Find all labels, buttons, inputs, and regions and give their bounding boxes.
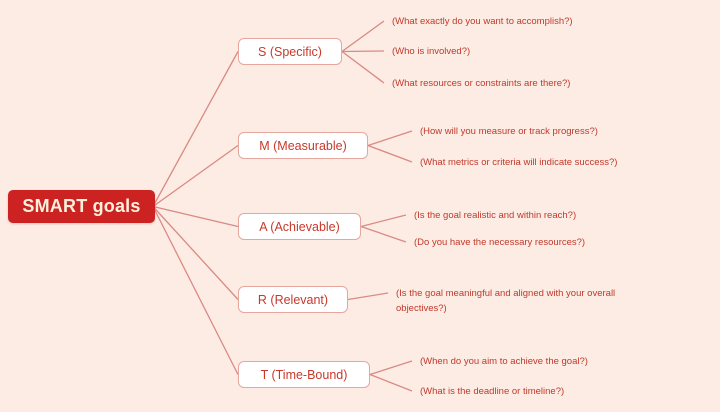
branch-node-label: R (Relevant) (257, 292, 329, 307)
connector-root-to-relevant (152, 206, 239, 300)
branch-node-relevant[interactable]: R (Relevant) (238, 286, 348, 313)
leaf-relevant-1: (Is the goal meaningful and aligned with… (396, 288, 616, 314)
connector-specific-to-leaf-3 (341, 50, 385, 84)
root-node-smart-goals[interactable]: SMART goals (8, 190, 155, 223)
leaf-achievable-2: (Do you have the necessary resources?) (414, 237, 586, 248)
leaf-specific-1: (What exactly do you want to accomplish?… (392, 16, 573, 27)
branch-node-label: A (Achievable) (259, 219, 340, 234)
leaf-measurable-2: (What metrics or criteria will indicate … (420, 157, 618, 168)
root-node-label: SMART goals (22, 196, 141, 216)
connector-specific-to-leaf-1 (341, 20, 385, 53)
branch-node-specific[interactable]: S (Specific) (238, 38, 342, 65)
branch-node-time-bound[interactable]: T (Time-Bound) (238, 361, 370, 388)
connector-root-to-specific (152, 51, 239, 207)
branch-node-label: T (Time-Bound) (260, 367, 348, 382)
branch-node-measurable[interactable]: M (Measurable) (238, 132, 368, 159)
branch-node-label: S (Specific) (258, 44, 322, 59)
connector-root-to-achievable (152, 205, 239, 228)
leaf-specific-2: (Who is involved?) (392, 46, 471, 57)
branch-node-label: M (Measurable) (259, 138, 347, 153)
connector-relevant-to-leaf-1 (347, 292, 389, 301)
leaf-achievable-1: (Is the goal realistic and within reach?… (414, 210, 577, 221)
leaf-specific-3: (What resources or constraints are there… (392, 78, 571, 89)
leaf-measurable-1: (How will you measure or track progress?… (420, 126, 598, 137)
connector-measurable-to-leaf-2 (367, 144, 413, 163)
connector-time-bound-to-leaf-1 (369, 360, 413, 376)
leaf-time-bound-1: (When do you aim to achieve the goal?) (420, 356, 588, 367)
leaf-time-bound-2: (What is the deadline or timeline?) (420, 386, 565, 397)
connector-root-to-time-bound (152, 206, 239, 375)
connector-root-to-measurable (152, 144, 239, 208)
branch-node-achievable[interactable]: A (Achievable) (238, 213, 361, 240)
connector-measurable-to-leaf-1 (367, 130, 413, 147)
connector-achievable-to-leaf-1 (360, 214, 407, 228)
connector-time-bound-to-leaf-2 (369, 373, 413, 392)
connector-achievable-to-leaf-2 (360, 225, 407, 243)
connector-specific-to-leaf-2 (341, 50, 385, 53)
